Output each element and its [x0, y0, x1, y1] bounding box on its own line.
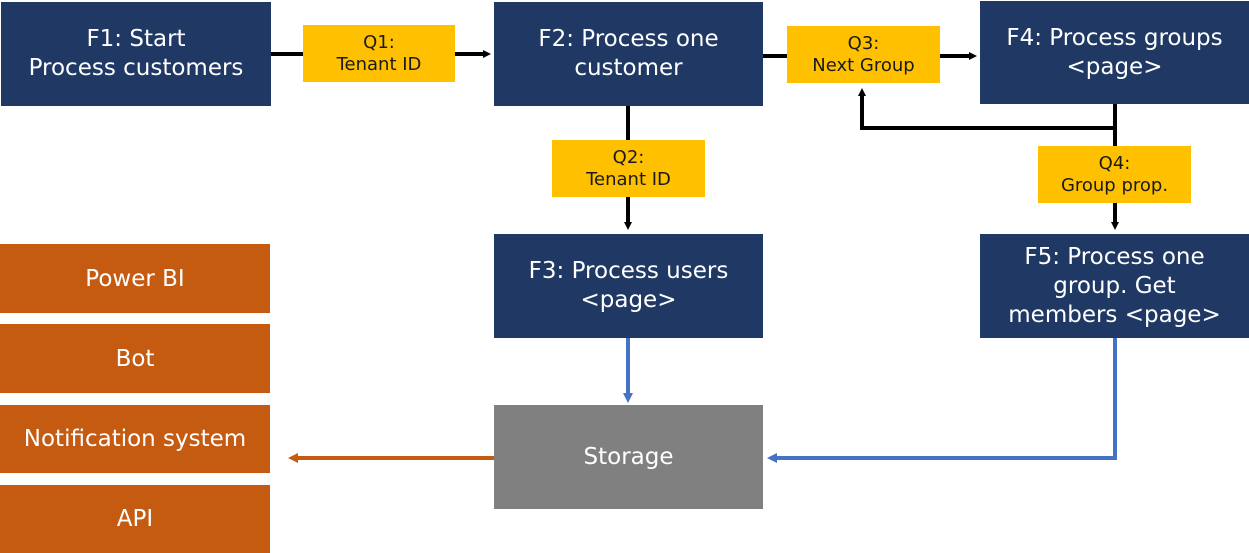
queue-q2-line2: Tenant ID [586, 168, 671, 190]
node-f3-line2: <page> [580, 287, 677, 313]
node-f5-line3: members <page> [1008, 301, 1221, 328]
consumer-power-bi-label: Power BI [85, 265, 185, 292]
consumer-power-bi: Power BI [0, 244, 270, 313]
queue-q4-line1: Q4: [1098, 152, 1131, 174]
consumer-api: API [0, 485, 270, 553]
node-f1: F1: Start Process customers [1, 2, 271, 106]
consumer-api-label: API [116, 506, 154, 532]
consumer-bot-label: Bot [115, 345, 155, 372]
node-f5: F5: Process one group. Get members <page… [980, 234, 1249, 338]
node-f3: F3: Process users <page> [494, 234, 763, 338]
node-f3-line1: F3: Process users [528, 258, 729, 284]
queue-q4: Q4: Group prop. [1038, 146, 1191, 203]
node-f4-line2: <page> [1066, 53, 1163, 80]
consumer-notification-system: Notification system [0, 405, 270, 473]
node-f1-line1: F1: Start [86, 26, 186, 52]
node-f2-line1: F2: Process one [538, 26, 719, 52]
node-f5-line1: F5: Process one [1024, 243, 1205, 270]
consumer-bot: Bot [0, 324, 270, 393]
consumer-notification-system-label: Notification system [23, 426, 247, 452]
queue-q1: Q1: Tenant ID [303, 25, 455, 82]
node-f2-line2: customer [574, 55, 683, 81]
node-storage: Storage [494, 405, 763, 509]
queue-q2: Q2: Tenant ID [552, 140, 705, 197]
node-f4: F4: Process groups <page> [980, 1, 1249, 104]
node-f2: F2: Process one customer [494, 2, 763, 106]
queue-q3-line1: Q3: [847, 32, 880, 54]
node-f1-line2: Process customers [28, 55, 244, 81]
queue-q4-line2: Group prop. [1060, 174, 1169, 196]
node-f4-line1: F4: Process groups [1006, 24, 1223, 51]
edge-f4-loop-q3 [858, 88, 1117, 130]
node-storage-label: Storage [583, 444, 674, 470]
queue-q1-line2: Tenant ID [336, 53, 422, 75]
edge-f5-storage [767, 338, 1117, 463]
queue-q2-line1: Q2: [612, 146, 645, 168]
queue-q3: Q3: Next Group [787, 26, 940, 83]
node-f5-line2: group. Get [1053, 272, 1176, 299]
queue-q3-line2: Next Group [812, 54, 915, 76]
queue-q1-line1: Q1: [363, 31, 395, 53]
